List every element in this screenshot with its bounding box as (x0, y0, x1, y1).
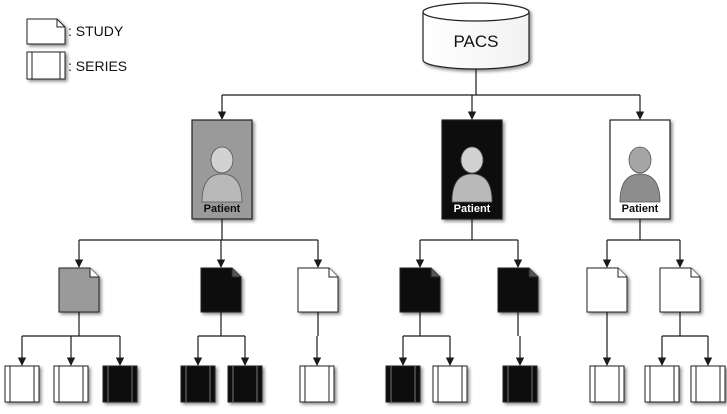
study-document (200, 267, 242, 313)
series-stack (589, 365, 625, 403)
series-stack (4, 365, 40, 403)
study-document (399, 267, 441, 313)
patient-label: Patient (454, 203, 491, 215)
connectors (17, 69, 713, 366)
study-document (58, 267, 100, 313)
series-stack (432, 365, 468, 403)
series-stack (690, 365, 726, 403)
patient-label: Patient (622, 203, 659, 215)
series-stack (53, 365, 89, 403)
person-icon (201, 146, 243, 203)
study-document (659, 267, 701, 313)
study-document (497, 267, 539, 313)
series-stack (227, 365, 263, 403)
patient-node: Patient (609, 119, 671, 220)
series-stack (180, 365, 216, 403)
series-stack (644, 365, 680, 403)
legend-series-label: : SERIES (68, 58, 127, 74)
series-stack (299, 365, 335, 403)
pacs-label: PACS (453, 32, 498, 51)
series-stack (102, 365, 138, 403)
legend-series-icon (26, 51, 66, 80)
person-icon (451, 146, 493, 203)
patient-node: Patient (191, 119, 253, 220)
series-stack (385, 365, 421, 403)
person-icon (619, 146, 661, 203)
series-stack (502, 365, 538, 403)
study-document (586, 267, 628, 313)
pacs-database (422, 2, 530, 70)
patient-node: Patient (441, 119, 503, 220)
legend-study-icon (26, 18, 66, 45)
study-document (297, 267, 339, 313)
legend: : STUDY : SERIES (26, 18, 127, 80)
patient-label: Patient (204, 203, 241, 215)
legend-study-label: : STUDY (68, 23, 124, 39)
hierarchy-nodes: Patient Patient Patient (4, 119, 726, 403)
